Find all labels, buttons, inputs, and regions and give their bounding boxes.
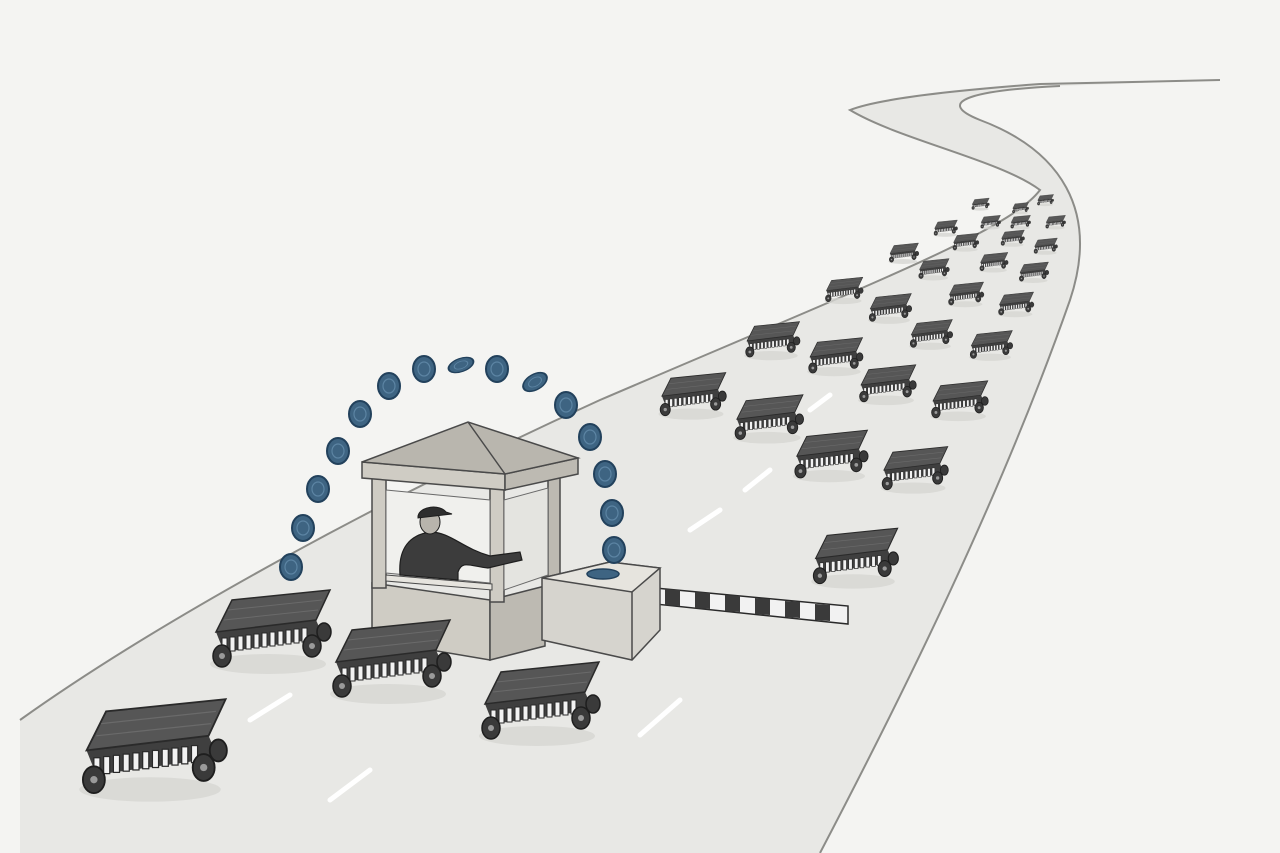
coin-icon — [291, 514, 315, 542]
coin-icon — [412, 355, 436, 383]
coin-icon — [593, 460, 617, 488]
coin-icon — [485, 355, 509, 383]
coin-slot — [586, 568, 620, 580]
attendant-icon — [399, 506, 523, 581]
coin-icon — [554, 391, 578, 419]
coin-icon — [578, 423, 602, 451]
coin-icon — [348, 400, 372, 428]
coin-icon — [602, 536, 626, 564]
coin-icon — [377, 372, 401, 400]
coin-slot-box — [541, 561, 662, 661]
coin-icon — [600, 499, 624, 527]
coin-icon — [306, 475, 330, 503]
coin-icon — [326, 437, 350, 465]
coin-icon — [279, 553, 303, 581]
